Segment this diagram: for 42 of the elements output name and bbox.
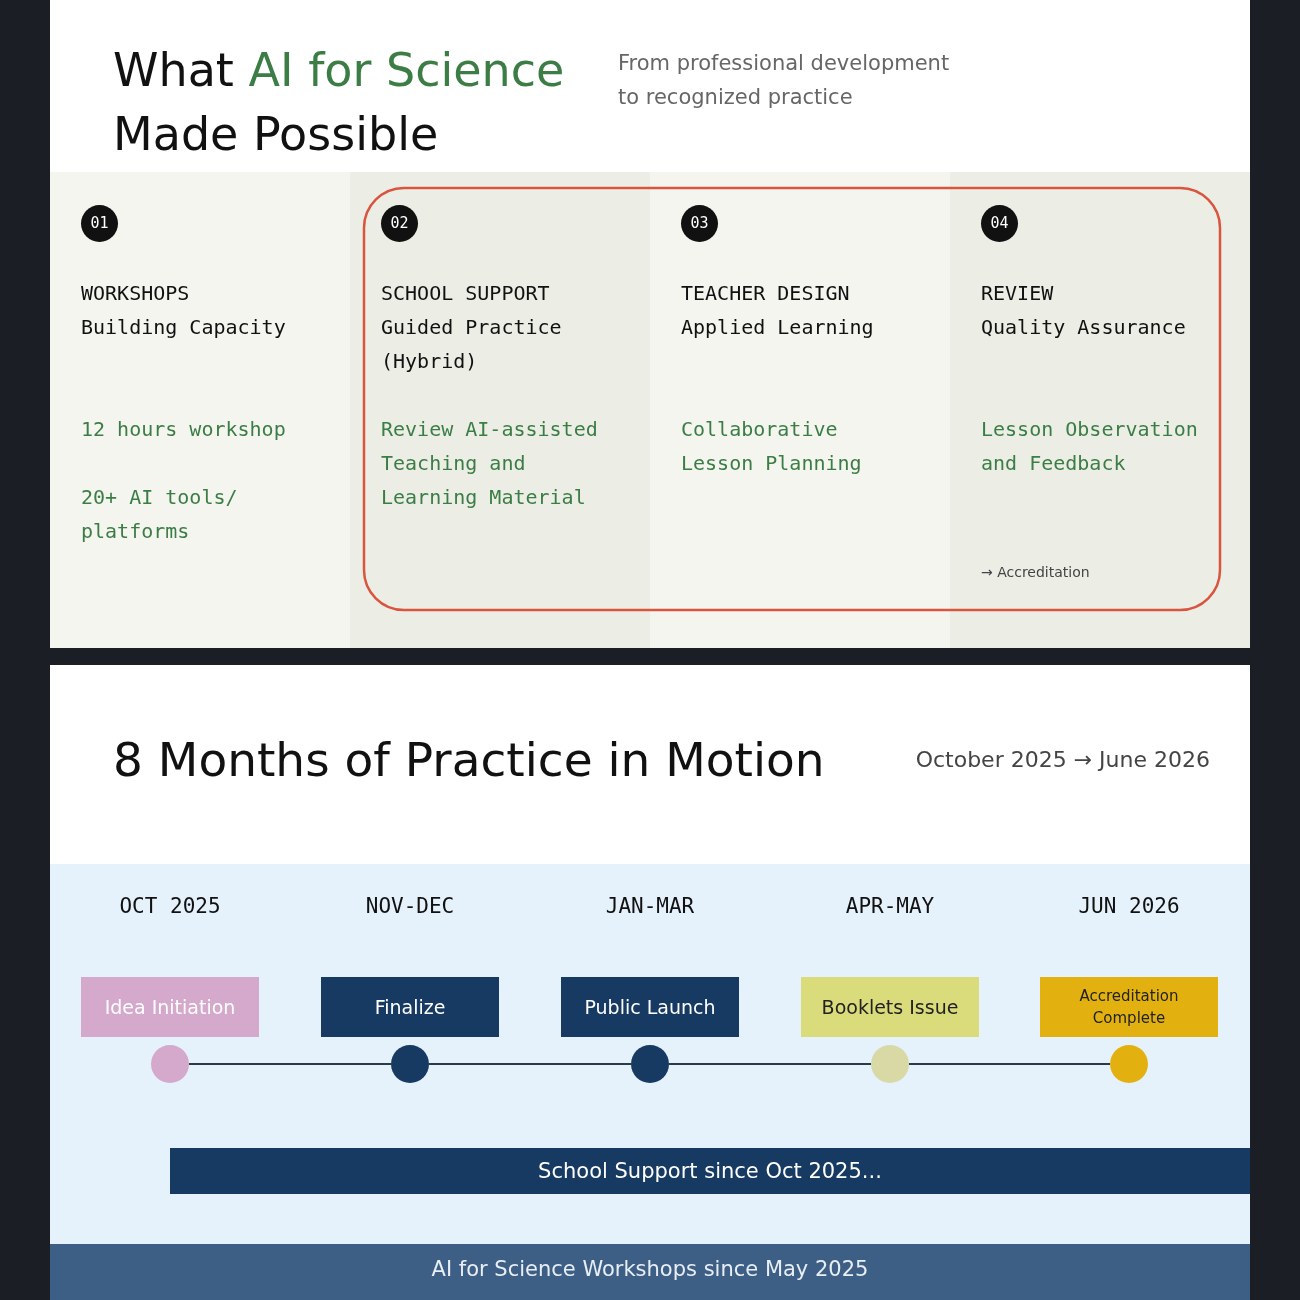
column-panel: [50, 172, 350, 648]
timeline-line: [188, 1063, 392, 1065]
month-label: APR-MAY: [844, 893, 936, 920]
step-heading: Quality Assurance: [981, 314, 1187, 341]
step-detail: Lesson Observation and Feedback: [981, 416, 1199, 477]
slide-title: What AI for Science Made Possible: [113, 42, 566, 163]
month-label: OCT 2025: [118, 893, 222, 920]
step-detail: 20+ AI tools/ platforms: [81, 484, 239, 545]
note-text: → Accreditation: [981, 563, 1091, 582]
slide-title: 8 Months of Practice in Motion: [113, 731, 826, 789]
timeline-line: [428, 1063, 632, 1065]
step-heading: Applied Learning: [681, 314, 875, 341]
milestone-box: Finalize: [321, 977, 499, 1037]
milestone-box: Booklets Issue: [801, 977, 979, 1037]
step-heading: Guided Practice (Hybrid): [381, 314, 563, 375]
milestone-box: Accreditation Complete: [1040, 977, 1218, 1037]
milestone-box: Public Launch: [561, 977, 739, 1037]
column-panel: [650, 172, 950, 648]
step-number-badge: 04: [981, 205, 1018, 242]
step-heading: SCHOOL SUPPORT: [381, 280, 551, 307]
timeline-line: [908, 1063, 1111, 1065]
subtitle: From professional development to recognized practice: [618, 50, 951, 111]
step-number-badge: 02: [381, 205, 418, 242]
month-label: JAN-MAR: [604, 893, 696, 920]
timeline-bar: AI for Science Workshops since May 2025: [50, 1244, 1250, 1300]
column-panel: [350, 172, 650, 648]
timeline-bar: School Support since Oct 2025...: [170, 1148, 1250, 1194]
month-label: JUN 2026: [1077, 893, 1181, 920]
month-label: NOV-DEC: [364, 893, 456, 920]
milestone-box: Idea Initiation: [81, 977, 259, 1037]
column-panel: [950, 172, 1250, 648]
step-detail: Collaborative Lesson Planning: [681, 416, 863, 477]
step-heading: TEACHER DESIGN: [681, 280, 851, 307]
timeline-line: [668, 1063, 872, 1065]
step-detail: 12 hours workshop: [81, 416, 287, 443]
step-heading: Building Capacity: [81, 314, 287, 341]
step-heading: REVIEW: [981, 280, 1055, 307]
step-heading: WORKSHOPS: [81, 280, 191, 307]
date-range: October 2025 → June 2026: [914, 746, 1210, 774]
step-detail: Review AI-assisted Teaching and Learning Material: [381, 416, 599, 511]
step-number-badge: 03: [681, 205, 718, 242]
step-number-badge: 01: [81, 205, 118, 242]
